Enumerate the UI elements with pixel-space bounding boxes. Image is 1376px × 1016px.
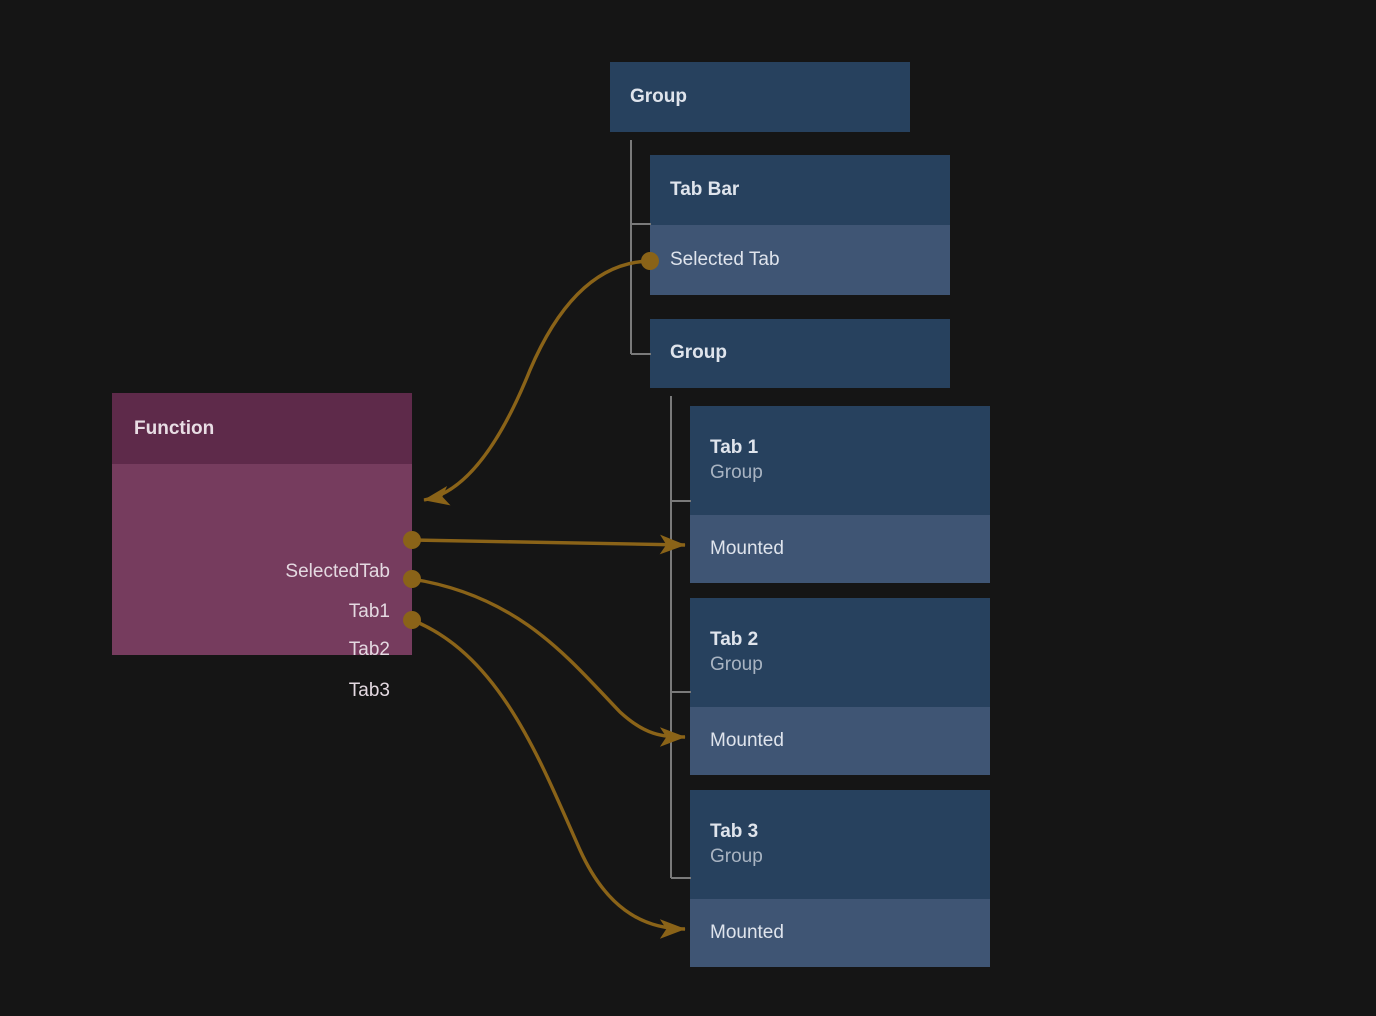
node-row-mounted[interactable]: Mounted — [690, 515, 990, 583]
node-title: Group — [610, 62, 910, 132]
wire-tab3 — [411, 618, 686, 939]
node-function[interactable]: Function SelectedTab Tab1 Tab2 Tab3 — [112, 393, 412, 701]
node-row-selected-tab[interactable]: Selected Tab — [650, 225, 950, 295]
node-title: Group — [650, 319, 950, 388]
node-title: Function — [112, 393, 412, 464]
node-header-tab-1: Tab 1 Group — [690, 406, 990, 515]
node-row-mounted[interactable]: Mounted — [690, 707, 990, 775]
wire-selectedtab — [423, 259, 651, 506]
wire-tab2 — [411, 577, 686, 747]
node-title: Tab 1 — [710, 437, 759, 459]
wire-tab1 — [411, 534, 686, 555]
node-tab-3[interactable]: Tab 3 Group Mounted — [690, 790, 990, 967]
node-header-tab-3: Tab 3 Group — [690, 790, 990, 899]
port-label-tab3[interactable]: Tab3 — [348, 680, 390, 701]
node-subtitle: Group — [710, 653, 763, 675]
node-header-tab-2: Tab 2 Group — [690, 598, 990, 707]
port-label-tab1[interactable]: Tab1 — [348, 601, 390, 622]
node-tab-bar[interactable]: Tab Bar Selected Tab — [650, 155, 950, 295]
node-title: Tab Bar — [650, 155, 950, 225]
node-subtitle: Group — [710, 845, 763, 867]
port-label-selectedtab[interactable]: SelectedTab — [285, 561, 390, 582]
node-inner-group[interactable]: Group — [650, 319, 950, 388]
node-title: Tab 2 — [710, 629, 759, 651]
node-root-group[interactable]: Group — [610, 62, 910, 132]
node-tab-2[interactable]: Tab 2 Group Mounted — [690, 598, 990, 775]
node-tab-1[interactable]: Tab 1 Group Mounted — [690, 406, 990, 583]
node-subtitle: Group — [710, 461, 763, 483]
node-title: Tab 3 — [710, 821, 759, 843]
node-row-mounted[interactable]: Mounted — [690, 899, 990, 967]
port-label-tab2[interactable]: Tab2 — [348, 639, 390, 660]
function-body: SelectedTab Tab1 Tab2 Tab3 — [112, 464, 412, 701]
